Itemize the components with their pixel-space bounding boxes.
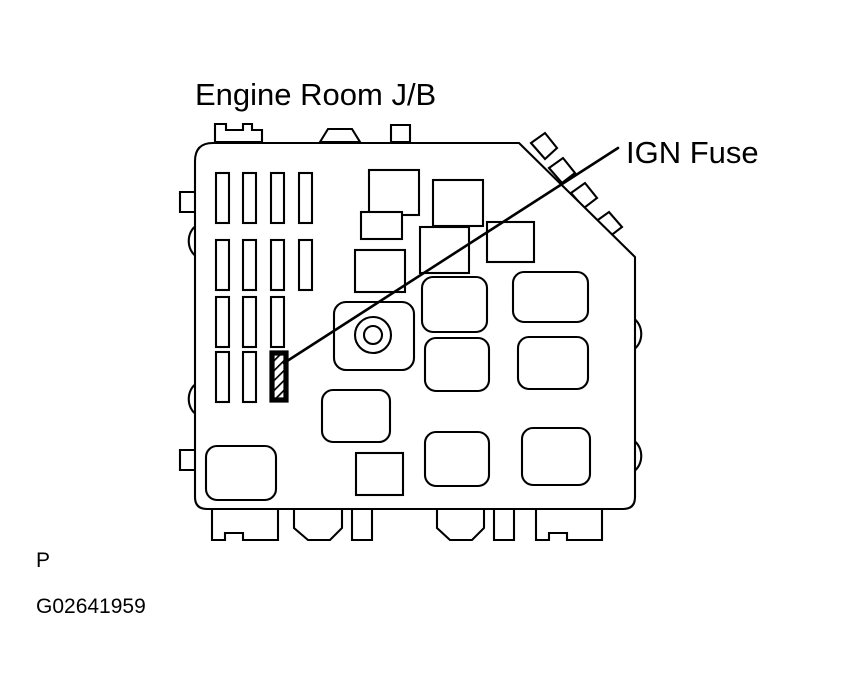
fuse-slot-r1c4[interactable] <box>297 171 314 225</box>
relay-rounded-5[interactable] <box>320 388 392 444</box>
ign-fuse-leader-line <box>282 146 620 365</box>
relay-rounded-2[interactable] <box>511 270 590 324</box>
fuse-slot-r2c3[interactable] <box>269 238 286 292</box>
stud-terminal-outer-ring <box>353 315 393 355</box>
relay-rounded-3[interactable] <box>423 336 491 393</box>
fuse-slot-r4c1[interactable] <box>214 350 231 404</box>
top-tab-square-right <box>389 123 412 144</box>
stud-terminal-inner-bolt <box>362 324 384 346</box>
diagonal-tab-2 <box>547 156 577 185</box>
relay-rounded-1[interactable] <box>420 275 489 334</box>
diagram-title: Engine Room J/B <box>195 77 436 112</box>
relay-rounded-6[interactable] <box>423 430 491 488</box>
fuse-slot-r1c3[interactable] <box>269 171 286 225</box>
top-tab-trapezoid <box>318 127 362 144</box>
fuse-slot-r3c3[interactable] <box>269 295 286 349</box>
top-edge-tabs <box>213 122 412 144</box>
ign-fuse-callout-label: IGN Fuse <box>626 135 759 170</box>
relay-square-1[interactable] <box>367 168 421 217</box>
figure-id: G02641959 <box>36 595 146 618</box>
relay-square-2[interactable] <box>431 178 485 228</box>
fuse-slot-r2c1[interactable] <box>214 238 231 292</box>
diagonal-tab-1 <box>529 131 559 161</box>
relay-rounded-8[interactable] <box>204 444 278 502</box>
fuse-slot-r3c1[interactable] <box>214 295 231 349</box>
relay-square-3[interactable] <box>359 210 404 241</box>
rounded-relay-blocks <box>204 270 592 502</box>
stud-terminal-housing[interactable] <box>332 300 416 372</box>
relay-rounded-7[interactable] <box>520 426 592 487</box>
square-relay-blocks <box>353 168 536 294</box>
page-marker: P <box>36 549 50 572</box>
stud-terminal-group <box>332 300 416 372</box>
fuse-slot-grid <box>214 171 314 404</box>
fuse-slot-r2c2[interactable] <box>241 238 258 292</box>
relay-rounded-4[interactable] <box>516 335 590 391</box>
top-tab-notched-left <box>213 122 264 144</box>
fuse-slot-r1c1[interactable] <box>214 171 231 225</box>
fuse-slot-r4c2[interactable] <box>241 350 258 404</box>
relay-square-7[interactable] <box>354 451 405 497</box>
fuse-slot-r2c4[interactable] <box>297 238 314 292</box>
relay-square-5[interactable] <box>353 248 407 294</box>
ign-fuse-highlight[interactable] <box>269 350 289 403</box>
fuse-slot-r3c2[interactable] <box>241 295 258 349</box>
fuse-slot-r1c2[interactable] <box>241 171 258 225</box>
